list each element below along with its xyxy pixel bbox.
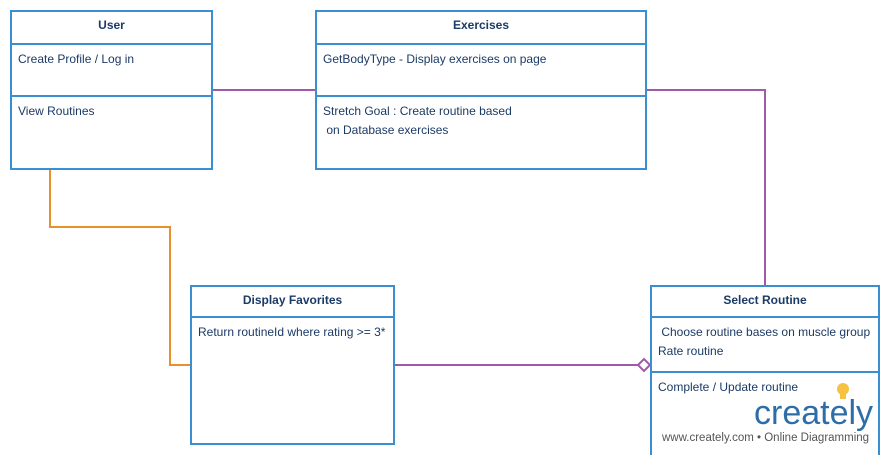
exercises-section-2: Stretch Goal : Create routine based on D… — [317, 95, 645, 145]
select-routine-title: Select Routine — [652, 287, 878, 318]
user-line: View Routines — [18, 104, 95, 118]
exercises-line: Stretch Goal : Create routine based — [323, 104, 512, 118]
exercises-select-routine-connector — [646, 89, 766, 286]
user-class-box[interactable]: User Create Profile / Log in View Routin… — [10, 10, 213, 170]
lightbulb-icon — [837, 383, 849, 399]
exercises-line: on Database exercises — [323, 123, 449, 137]
display-favorites-section-1: Return routineId where rating >= 3* — [192, 318, 393, 347]
select-routine-line: Complete / Update routine — [658, 380, 799, 394]
select-routine-section-2: Complete / Update routine — [652, 371, 878, 402]
creately-logo-text: creately — [754, 394, 874, 432]
exercises-class-box[interactable]: Exercises GetBodyType - Display exercise… — [315, 10, 647, 170]
select-routine-line: Choose routine bases on muscle group — [658, 325, 871, 339]
user-section-2: View Routines — [12, 95, 211, 126]
select-routine-section-1: Choose routine bases on muscle group Rat… — [652, 318, 878, 371]
user-display-favorites-connector — [49, 169, 191, 366]
creately-tagline: www.creately.com • Online Diagramming — [662, 432, 870, 444]
display-favorites-title: Display Favorites — [192, 287, 393, 318]
select-routine-class-box[interactable]: Select Routine Choose routine bases on m… — [650, 285, 880, 455]
display-favorites-class-box[interactable]: Display Favorites Return routineId where… — [190, 285, 395, 445]
user-section-1: Create Profile / Log in — [12, 45, 211, 95]
aggregation-diamond — [636, 357, 652, 373]
user-line: Create Profile / Log in — [18, 52, 135, 66]
creately-watermark: creately www.creately.com • Online Diagr… — [656, 380, 890, 455]
exercises-line: GetBodyType - Display exercises on page — [323, 52, 547, 66]
exercises-section-1: GetBodyType - Display exercises on page — [317, 45, 645, 95]
user-title: User — [12, 12, 211, 45]
display-favorites-line: Return routineId where rating >= 3* — [198, 325, 386, 339]
exercises-title: Exercises — [317, 12, 645, 45]
select-routine-line: Rate routine — [658, 344, 724, 358]
